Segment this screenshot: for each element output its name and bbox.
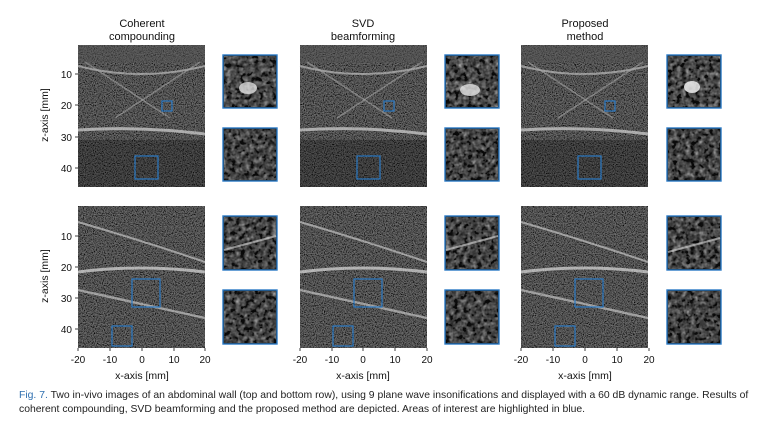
- ultrasound-image-bottom-svd: [299, 206, 428, 348]
- roi-box-small: [161, 100, 173, 112]
- x-ticks-col2: -20 -10 0 10 20: [293, 348, 433, 366]
- x-tick-label: 20: [643, 355, 655, 366]
- y-tick-label: 30: [61, 294, 73, 305]
- x-tick-label: -10: [546, 355, 561, 366]
- y-tick-label: 40: [61, 164, 73, 175]
- y-axis-label-top: z-axis [mm]: [39, 88, 51, 142]
- roi-box-large: [577, 155, 602, 180]
- roi-box-large: [131, 278, 161, 308]
- y-tick-label: 10: [61, 70, 73, 81]
- y-tick-label: 30: [61, 133, 73, 144]
- y-tick-label: 40: [61, 325, 73, 336]
- x-tick-label: -10: [325, 355, 340, 366]
- roi-box-small: [332, 325, 354, 347]
- ultrasound-image-top-svd: [299, 45, 428, 187]
- roi-box-small: [604, 100, 616, 112]
- col2-title-line2: beamforming: [331, 31, 395, 43]
- y-ticks-top: 10 20 30 40: [61, 70, 78, 175]
- figure-panel-grid: Coherent compounding SVD beamforming Pro…: [39, 18, 722, 382]
- roi-box-large: [353, 278, 383, 308]
- ultrasound-image-bottom-coherent: [77, 206, 206, 348]
- figure-caption: Fig. 7. Two in-vivo images of an abdomin…: [19, 389, 759, 417]
- roi-box-small: [554, 325, 576, 347]
- x-tick-label: -10: [103, 355, 118, 366]
- x-tick-label: 0: [360, 355, 366, 366]
- ultrasound-image-top-coherent: [77, 45, 206, 187]
- x-tick-label: -20: [514, 355, 529, 366]
- x-tick-label: 10: [611, 355, 623, 366]
- x-tick-label: 10: [389, 355, 401, 366]
- y-tick-label: 10: [61, 232, 73, 243]
- x-tick-label: 0: [582, 355, 588, 366]
- x-tick-label: 0: [139, 355, 145, 366]
- x-ticks-col3: -20 -10 0 10 20: [514, 348, 655, 366]
- ultrasound-image-top-proposed: [520, 45, 649, 187]
- caption-text: Two in-vivo images of an abdominal wall …: [19, 390, 749, 415]
- y-axis-label-bottom: z-axis [mm]: [39, 249, 51, 303]
- x-tick-label: -20: [293, 355, 308, 366]
- col1-title-line1: Coherent: [119, 18, 164, 30]
- ultrasound-image-bottom-proposed: [520, 206, 649, 348]
- y-tick-label: 20: [61, 101, 73, 112]
- roi-box-large: [134, 155, 159, 180]
- col1-title-line2: compounding: [109, 31, 175, 43]
- col3-title-line2: method: [567, 31, 604, 43]
- x-axis-labels: x-axis [mm] x-axis [mm] x-axis [mm]: [115, 370, 612, 382]
- x-tick-label: 20: [199, 355, 211, 366]
- roi-box-small: [383, 100, 395, 112]
- x-axis-label-col2: x-axis [mm]: [336, 370, 390, 382]
- col3-title-line1: Proposed: [561, 18, 608, 30]
- zoom-insets-bottom: [222, 215, 722, 345]
- roi-box-large: [574, 278, 604, 308]
- y-ticks-bottom: 10 20 30 40: [61, 232, 78, 336]
- x-axis-label-col1: x-axis [mm]: [115, 370, 169, 382]
- x-tick-label: 10: [168, 355, 180, 366]
- y-tick-label: 20: [61, 263, 73, 274]
- roi-box-large: [356, 155, 381, 180]
- column-titles: Coherent compounding SVD beamforming Pro…: [109, 18, 609, 43]
- roi-box-small: [111, 325, 133, 347]
- x-axis-label-col3: x-axis [mm]: [558, 370, 612, 382]
- x-tick-label: -20: [71, 355, 86, 366]
- col2-title-line1: SVD: [352, 18, 375, 30]
- x-tick-label: 20: [421, 355, 433, 366]
- zoom-insets-top: [222, 54, 722, 182]
- y-axis-labels: z-axis [mm] z-axis [mm]: [39, 88, 51, 303]
- caption-label: Fig. 7.: [19, 390, 48, 401]
- x-ticks-col1: -20 -10 0 10 20: [71, 348, 211, 366]
